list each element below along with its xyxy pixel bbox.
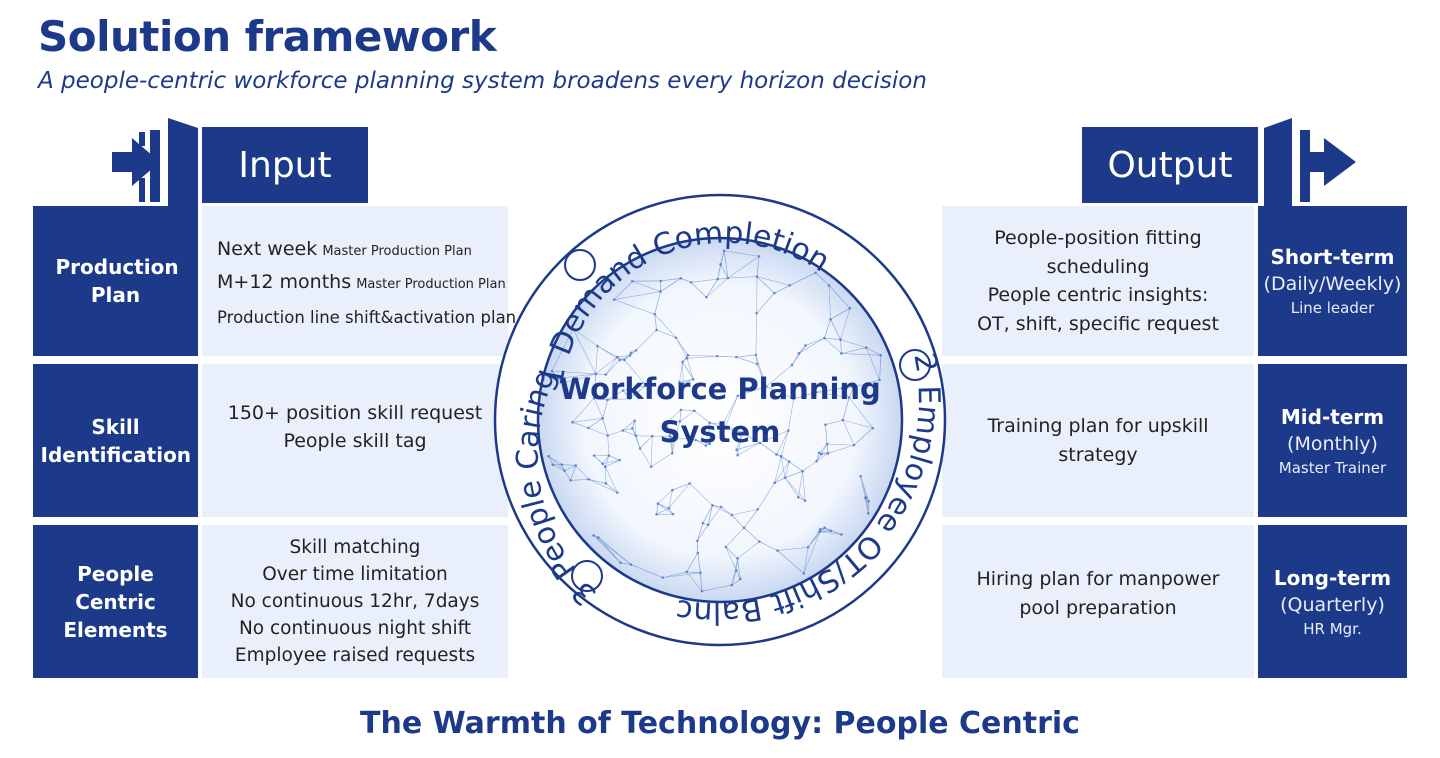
output-item: scheduling (1046, 255, 1150, 278)
arrow-out-of-door-icon (1264, 118, 1356, 206)
horizon-label: Short-term (1270, 245, 1395, 269)
horizon-period: (Daily/Weekly) (1263, 273, 1402, 295)
horizon-owner: Master Trainer (1278, 458, 1387, 477)
pillar-3-badge (571, 560, 603, 592)
output-header: Output (1082, 127, 1258, 203)
item-main: Next week (217, 238, 318, 260)
output-horizon-long-term: Long-term (Quarterly) HR Mgr. (1258, 525, 1407, 678)
horizon-owner: HR Mgr. (1303, 619, 1362, 638)
item-main: M+12 months (217, 271, 352, 293)
output-item: People centric insights: (987, 284, 1209, 306)
input-details-skill-identification: 150+ position skill request People skill… (202, 364, 508, 517)
category-label: Production Plan (55, 255, 179, 307)
input-category-people-centric-elements: People Centric Elements (33, 525, 198, 678)
output-item: strategy (1058, 443, 1138, 466)
category-label: Skill Identification (40, 414, 192, 467)
item-small: Master Production Plan (322, 244, 472, 259)
input-details-people-centric-elements: Skill matching Over time limitation No c… (202, 525, 508, 678)
input-header: Input (202, 127, 368, 203)
output-details-short-term: People-position fitting scheduling Peopl… (942, 206, 1254, 356)
page-title: Solution framework (38, 12, 497, 61)
pillar-1-badge (564, 249, 596, 281)
horizon-period: (Quarterly) (1280, 593, 1385, 616)
input-details-production-plan: Next week Master Production Plan M+12 mo… (202, 206, 516, 356)
output-details-mid-term: Training plan for upskill strategy (942, 364, 1254, 517)
input-item: Next week Master Production Plan (217, 234, 516, 267)
input-item: Over time limitation (262, 564, 448, 585)
center-title-line1: Workforce Planning (559, 372, 881, 406)
horizon-label: Long-term (1273, 565, 1392, 590)
output-item: OT, shift, specific request (977, 312, 1219, 335)
output-horizon-mid-term: Mid-term (Monthly) Master Trainer (1258, 364, 1407, 517)
output-item: Training plan for upskill (987, 415, 1209, 437)
input-item: People skill tag (283, 429, 427, 452)
page-subtitle: A people-centric workforce planning syst… (38, 68, 927, 94)
input-item: Production line shift&activation plan (217, 308, 517, 327)
input-item: M+12 months Master Production Plan (217, 267, 516, 300)
category-label: People Centric Elements (63, 561, 168, 642)
input-category-skill-identification: Skill Identification (33, 364, 198, 517)
horizon-period: (Monthly) (1287, 432, 1378, 455)
pillar-2-badge (899, 349, 931, 381)
output-item: Hiring plan for manpower (976, 568, 1220, 590)
horizon-owner: Line leader (1290, 299, 1375, 317)
input-item: No continuous night shift (238, 618, 472, 639)
output-item: People-position fitting (994, 227, 1202, 249)
center-title-line2: System (660, 415, 781, 449)
input-item: Skill matching (289, 537, 421, 558)
input-item: Employee raised requests (234, 645, 476, 666)
horizon-label: Mid-term (1280, 404, 1385, 429)
input-category-production-plan: Production Plan (33, 206, 198, 356)
footer-tagline: The Warmth of Technology: People Centric (360, 706, 1080, 741)
item-small: Master Production Plan (356, 277, 506, 292)
arrow-into-door-icon (112, 118, 198, 206)
output-details-long-term: Hiring plan for manpower pool preparatio… (942, 525, 1254, 678)
input-item: 150+ position skill request (227, 401, 483, 424)
input-item: No continuous 12hr, 7days (230, 591, 480, 612)
output-horizon-short-term: Short-term (Daily/Weekly) Line leader (1258, 206, 1407, 356)
output-item: pool preparation (1019, 596, 1177, 619)
network-globe (536, 236, 904, 604)
